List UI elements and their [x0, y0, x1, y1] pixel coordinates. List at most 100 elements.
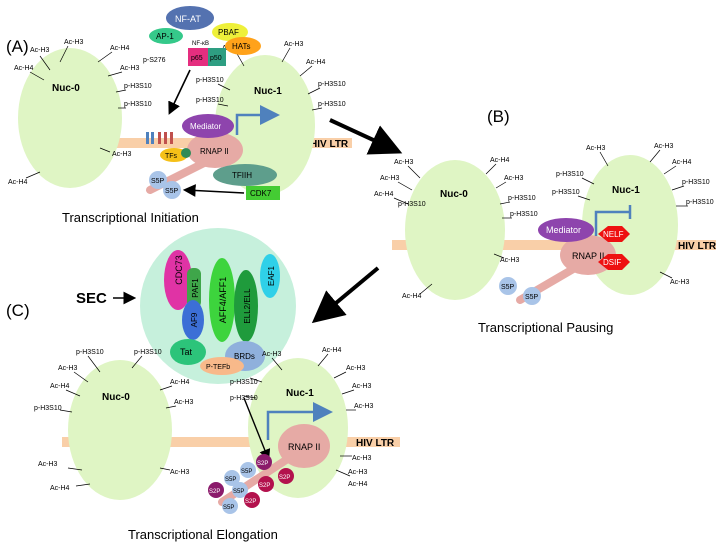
panel-b-caption: Transcriptional Pausing: [478, 320, 613, 335]
mark: p-H3S10: [686, 199, 714, 206]
panel-a-ltr-label: HIV LTR: [310, 139, 349, 150]
panel-b: (B) HIV LTR Nuc-0 Nuc-1 Ac-H3 Ac-H3 Ac-H…: [374, 107, 717, 335]
mark: Ac-H3: [174, 399, 194, 406]
p50-shape: [208, 48, 226, 66]
ctd-s2p: [208, 482, 224, 498]
cdc73-oval: [164, 250, 192, 310]
mark: p-H3S10: [124, 83, 152, 90]
mark: Ac-H4: [110, 45, 130, 52]
panel-c-nuc0-marks: p-H3S10 Ac-H3 Ac-H4 p-H3S10 Ac-H4 Ac-H3 …: [34, 349, 194, 492]
complex-to-promoter-arrow: [168, 69, 191, 115]
panel-b-rnap-label: RNAP II: [572, 251, 604, 261]
panel-b-label: (B): [487, 107, 510, 126]
panel-a-s5p-1: [149, 171, 167, 189]
panel-b-nuc1-marks: Ac-H3 Ac-H3 Ac-H4 p-H3S10 p-H3S10 p-H3S1…: [552, 143, 714, 286]
mark: Ac-H3: [262, 351, 282, 358]
mark: Ac-H4: [170, 379, 190, 386]
panel-b-dsif-label: DSIF: [603, 258, 621, 267]
mark: Ac-H4: [322, 347, 342, 354]
panel-b-dna: [392, 240, 716, 250]
mark: p-H3S10: [682, 179, 710, 186]
panel-b-nuc0-tails: [393, 163, 512, 295]
panel-a-mediator: [182, 114, 234, 138]
mark: Ac-H4: [374, 191, 394, 198]
paf1-shape: [187, 268, 201, 308]
ptefb-oval: [200, 357, 244, 375]
s2p-label: S2P: [259, 483, 270, 489]
mark: p-H3S10: [196, 77, 224, 84]
s2p-label: S2P: [245, 499, 256, 505]
panel-c-tss-arrow: [266, 402, 333, 440]
mark: p-H3S10: [552, 189, 580, 196]
panel-a-cdk7: [246, 186, 280, 200]
panel-a-mediator-label: Mediator: [190, 122, 221, 131]
tat-oval: [170, 339, 206, 365]
mark: Ac-H4: [348, 481, 368, 488]
p65-shape: [188, 48, 208, 66]
cdk7-arrow: [182, 184, 245, 197]
panel-a-tfiih-label: TFIIH: [232, 171, 252, 180]
arrow-a-to-b: [329, 118, 403, 155]
panel-c-rnap-label: RNAP II: [288, 442, 320, 452]
ctd-s2p: [244, 492, 260, 508]
ctd-s5p: [240, 462, 256, 478]
mark: p-H3S10: [398, 201, 426, 208]
panel-b-tss-arrow: [594, 210, 630, 236]
panel-c-rnap: [278, 424, 330, 468]
mark: p-H3S10: [508, 195, 536, 202]
mark: Ac-H3: [500, 257, 520, 264]
panel-b-nuc0-label: Nuc-0: [440, 189, 468, 200]
mark: p-H3S10: [318, 101, 346, 108]
ps276-label: p-S276: [143, 57, 166, 64]
panel-b-ltr-label: HIV LTR: [678, 241, 717, 252]
panel-b-nelf-label: NELF: [603, 230, 624, 239]
hats-oval: [225, 37, 261, 55]
af9-oval: [182, 300, 204, 340]
panel-a-tfs-label: TFs: [165, 153, 178, 160]
mark: p-H3S10: [510, 211, 538, 218]
mark: Ac-H3: [654, 143, 674, 150]
mark: p-H3S10: [134, 349, 162, 356]
mark: Ac-H3: [504, 175, 524, 182]
s5p-label: S5P: [225, 477, 236, 483]
panel-a-tfiih: [213, 164, 277, 186]
s5p-label: S5P: [151, 178, 165, 185]
panel-a-nuc0-label: Nuc-0: [52, 83, 80, 94]
panel-a: (A) HIV LTR Nuc-0 Nuc-1 Ac-H3 Ac-H3 Ac-H…: [6, 6, 352, 225]
mark: p-H3S10: [34, 405, 62, 412]
mark: p-H3S10: [556, 171, 584, 178]
mark: Ac-H3: [586, 145, 606, 152]
panel-a-nuc0: [18, 48, 122, 188]
ptefb-label: P-TEFb: [206, 364, 230, 371]
panel-a-cdk7-label: CDK7: [250, 189, 272, 198]
panel-a-promoter-sites: [146, 132, 173, 144]
mark: Ac-H3: [38, 461, 58, 468]
panel-c-nuc0-label: Nuc-0: [102, 392, 130, 403]
panel-a-tfs: [160, 148, 188, 162]
mark: Ac-H3: [58, 365, 78, 372]
panel-c-nuc1-tails: [243, 353, 356, 477]
panel-b-mediator: [538, 218, 594, 242]
panel-c: (C) SEC CDC73 PAF1 AF9 AFF4/AFF1 ELL2/EL…: [6, 228, 400, 542]
paf1-label: PAF1: [191, 278, 200, 298]
ctd-s5p: [222, 498, 238, 514]
mark: Ac-H3: [352, 383, 372, 390]
mark: Ac-H4: [50, 485, 70, 492]
mark: Ac-H3: [352, 455, 372, 462]
tat-label: Tat: [180, 347, 193, 357]
pbaf-label: PBAF: [218, 28, 239, 37]
s2p-label: S2P: [257, 461, 268, 467]
ctd-s5p: [232, 482, 248, 498]
mark: Ac-H4: [14, 65, 34, 72]
mark: p-H3S10: [318, 81, 346, 88]
panel-c-nuc0: [68, 360, 172, 500]
panel-b-mediator-label: Mediator: [546, 225, 581, 235]
panel-c-rna-tail: [218, 456, 290, 506]
mark: Ac-H3: [64, 39, 84, 46]
arrow-b-to-c: [311, 266, 380, 324]
af9-label: AF9: [190, 312, 199, 327]
sec-label: SEC: [76, 290, 107, 307]
mark: Ac-H3: [284, 41, 304, 48]
p65-label: p65: [191, 55, 203, 62]
mark: p-H3S10: [196, 97, 224, 104]
